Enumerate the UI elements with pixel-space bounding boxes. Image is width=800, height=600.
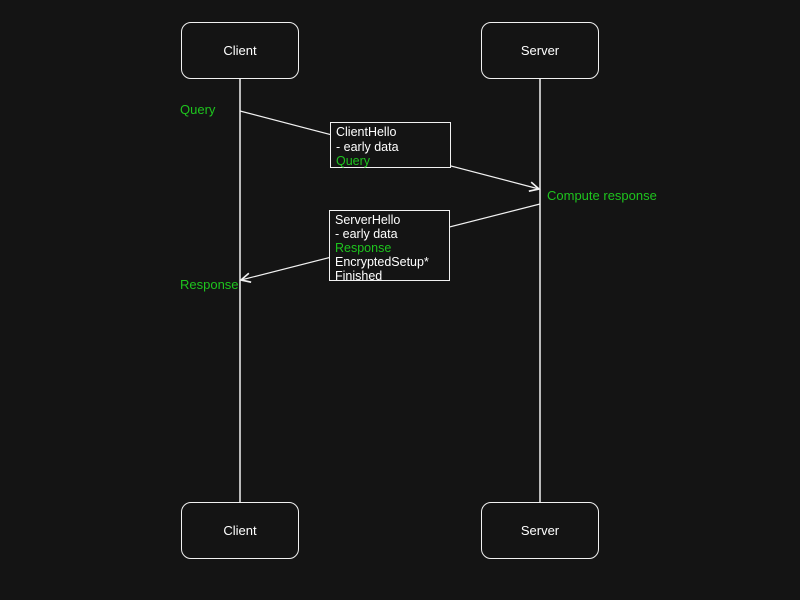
message-line: ServerHello [335,213,401,227]
message-line: - early data [336,139,399,154]
response-annotation: Response [180,277,239,292]
message-line: ClientHello [336,125,397,139]
server-hello-message-box: ServerHello - early data Response Encryp… [329,210,450,283]
client-hello-message-box: ClientHello - early data Query [330,122,451,168]
actor-server-bottom: Server [481,502,599,559]
compute-response-annotation: Compute response [547,188,657,203]
message-line: EncryptedSetup* [335,255,429,269]
message-line-response: Response [335,241,392,255]
actor-server-top: Server [481,22,599,79]
actor-label: Server [520,523,560,538]
actor-label: Client [223,43,257,58]
query-annotation: Query [180,102,216,117]
message-line: - early data [335,227,398,241]
actor-client-top: Client [181,22,299,79]
message-line-query: Query [336,154,371,168]
actor-label: Client [223,523,257,538]
message-line: Finished [335,269,383,283]
actor-label: Server [520,43,560,58]
actor-client-bottom: Client [181,502,299,559]
